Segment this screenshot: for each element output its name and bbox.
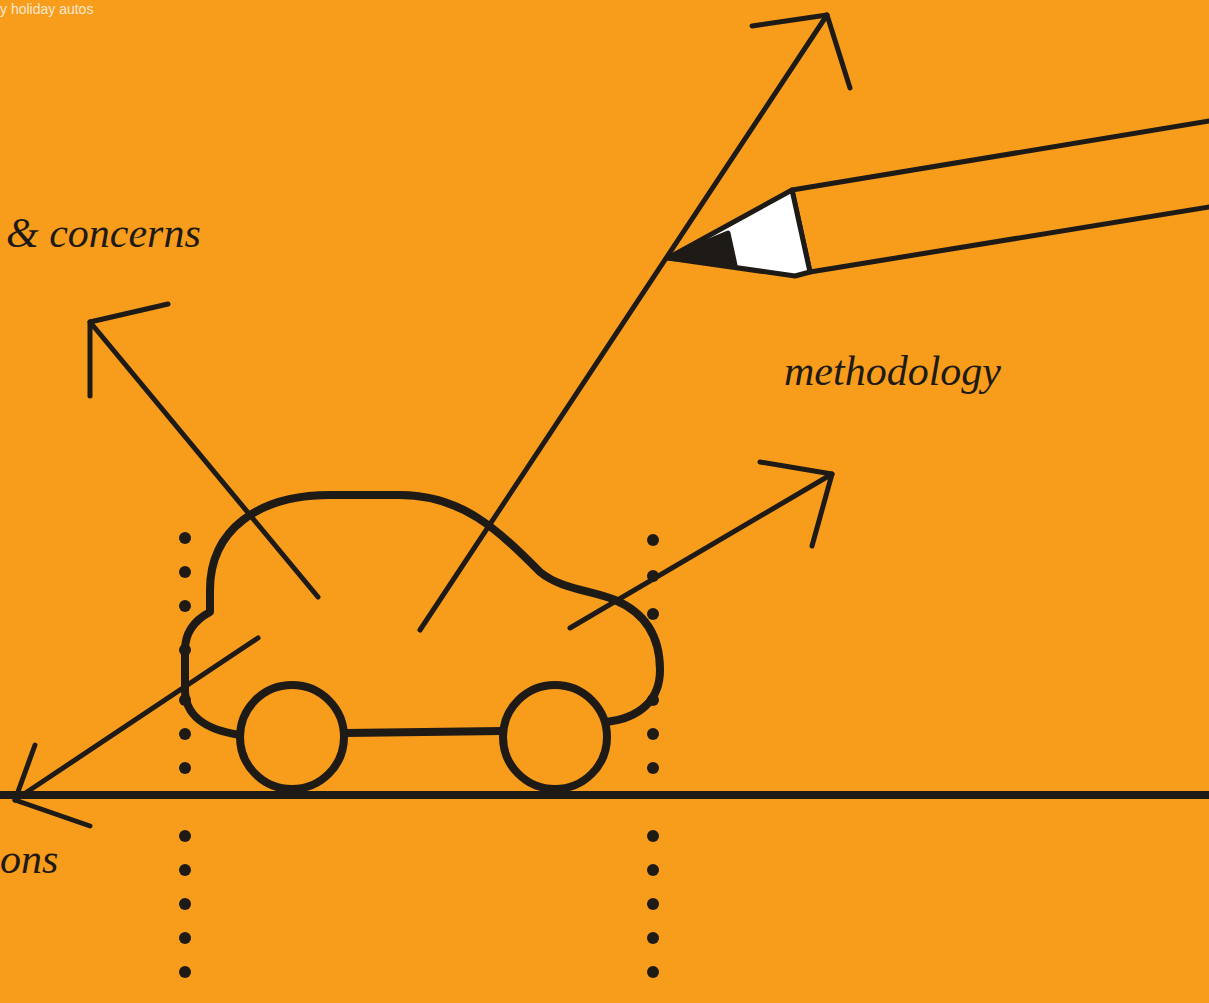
pencil (668, 120, 1209, 276)
arrow (90, 304, 318, 597)
handwritten-label: & concerns (6, 212, 201, 254)
car-wheel (503, 685, 607, 789)
car-sill (345, 731, 503, 733)
handwritten-label: ons (0, 838, 58, 880)
dotted-guide (179, 532, 191, 978)
brand-text: y holiday autos (0, 2, 93, 16)
car-wheel (240, 685, 344, 789)
dotted-guide (647, 534, 659, 978)
arrow (570, 462, 832, 628)
arrow (15, 638, 258, 826)
arrow (420, 15, 850, 630)
handwritten-label: methodology (784, 350, 1001, 392)
ground-line (0, 791, 1209, 799)
